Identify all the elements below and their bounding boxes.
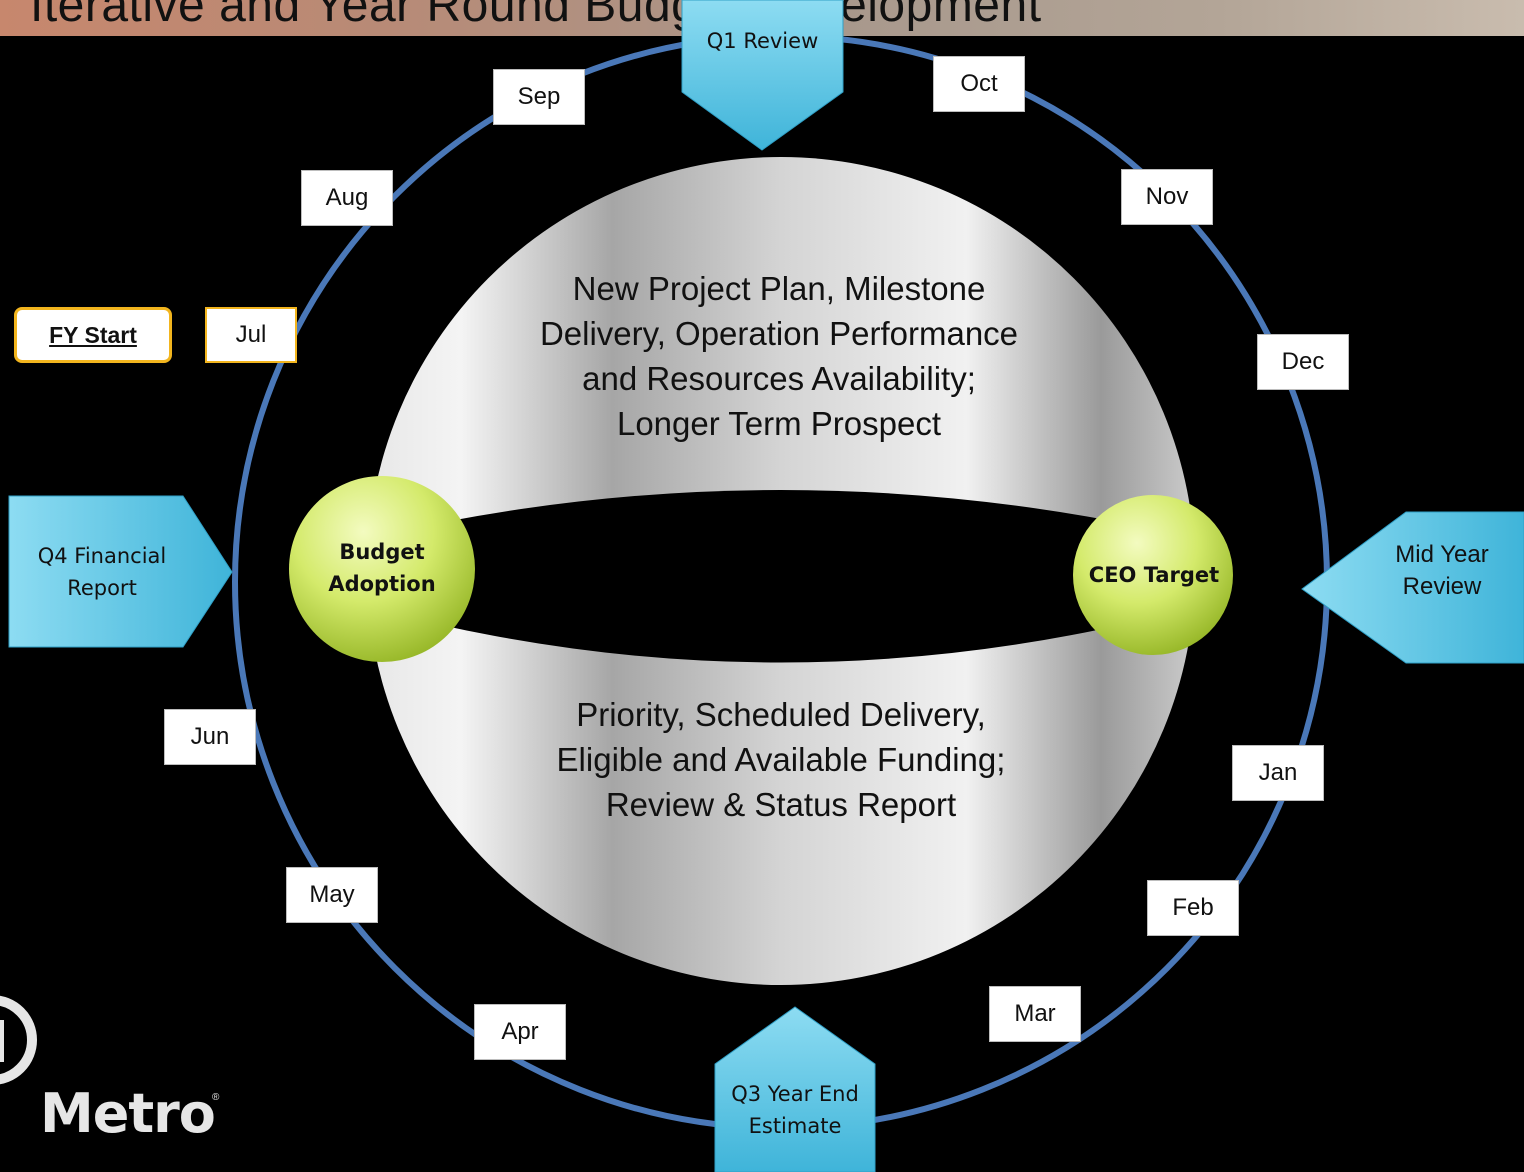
month-may: May [286,867,378,923]
q4-report-label: Q4 Financial Report [37,544,167,600]
month-jul: Jul [205,307,297,363]
month-apr: Apr [474,1004,566,1060]
month-nov: Nov [1121,169,1213,225]
metro-logo: Metro ® [0,1000,240,1150]
month-aug: Aug [301,170,393,226]
metro-logo-mark [0,995,37,1085]
month-mar: Mar [989,986,1081,1042]
center-top-text: New Project Plan, Milestone Delivery, Op… [539,270,1019,442]
budget-adoption-label: Budget Adoption [328,540,436,596]
q3-estimate-arrow-shape [714,1006,876,1172]
fy-start-label: FY Start [14,307,172,363]
month-feb: Feb [1147,880,1239,936]
q1-review-label: Q1 Review [706,29,819,53]
q4-report-arrow-shape [8,495,233,648]
month-dec: Dec [1257,334,1349,390]
mid-year-review-label: Mid Year Review [1395,541,1489,600]
registered-mark: ® [212,1092,220,1103]
q3-estimate-label: Q3 Year End Estimate [731,1082,859,1138]
month-jun: Jun [164,709,256,765]
page-title: Iterative and Year Round Budget Developm… [30,0,1042,32]
month-jan: Jan [1232,745,1324,801]
ceo-target-label: CEO Target [1088,563,1220,587]
ceo-target-node [1073,495,1233,655]
mid-year-review-arrow-shape [1301,511,1524,664]
inner-disk [367,157,1195,985]
month-oct: Oct [933,56,1025,112]
q1-review-arrow-shape [681,0,844,151]
budget-adoption-node [289,476,475,662]
center-bottom-text: Priority, Scheduled Delivery, Eligible a… [556,696,1006,823]
month-sep: Sep [493,69,585,125]
center-lens [367,490,1195,663]
metro-logo-text: Metro [40,1082,216,1145]
